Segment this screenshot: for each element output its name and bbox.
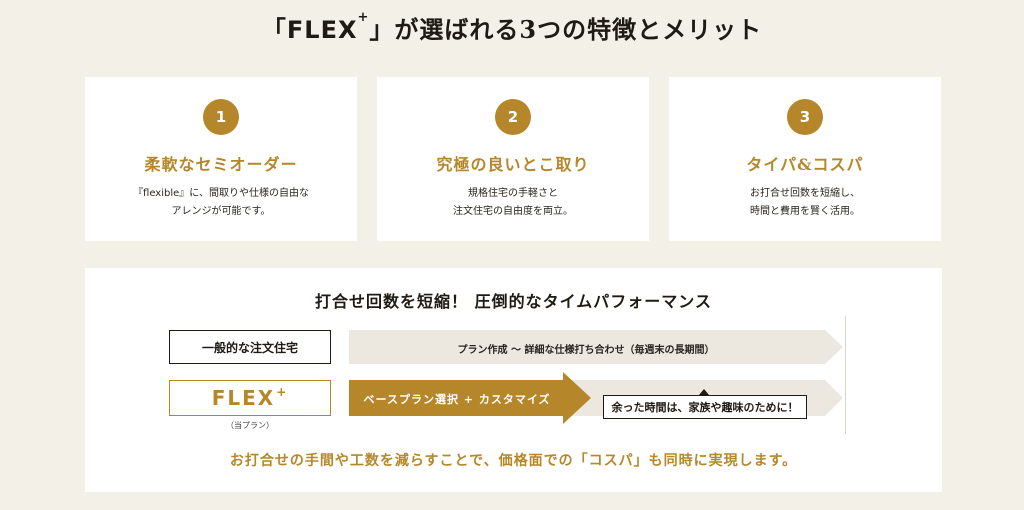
timeline-end-divider <box>845 316 846 434</box>
feature-description: 『flexible』に、間取りや仕様の自由な アレンジが可能です。 <box>85 185 357 221</box>
flex-arrow-text: ベースプラン選択 + カスタマイズ <box>363 393 551 406</box>
conventional-timeline-arrow <box>349 330 843 364</box>
spare-time-callout: 余った時間は、家族や趣味のために！ <box>603 395 807 419</box>
flex-timeline-arrow <box>349 372 591 424</box>
feature-title: タイパ&コスパ <box>746 155 864 174</box>
feature-description-line: お打合せ回数を短縮し、 <box>750 188 860 199</box>
flex-logo-plus: + <box>276 385 289 399</box>
feature-number-badge: 1 <box>203 99 239 135</box>
comparison-title: 打合せ回数を短縮！ 圧倒的なタイムパフォーマンス <box>315 292 712 311</box>
feature-description: 規格住宅の手軽さと 注文住宅の自由度を両立。 <box>377 185 649 221</box>
feature-card-3: 3 タイパ&コスパ お打合せ回数を短縮し、 時間と費用を賢く活用。 <box>669 77 941 241</box>
feature-card-2: 2 究極の良いとこ取り 規格住宅の手軽さと 注文住宅の自由度を両立。 <box>377 77 649 241</box>
page-title: 「FLEX+」が選ばれる3つの特徴とメリット <box>0 10 1024 45</box>
callout-pointer <box>699 389 709 395</box>
title-brand-plus: + <box>357 10 370 25</box>
cost-performance-statement: お打合せの手間や工数を減らすことで、価格面での「コスパ」も同時に実現します。 <box>229 453 798 469</box>
feature-description-line: 規格住宅の手軽さと <box>468 188 558 199</box>
conventional-label: 一般的な注文住宅 <box>169 330 331 364</box>
title-prefix: 「 <box>261 15 287 44</box>
feature-description-line: 注文住宅の自由度を両立。 <box>453 206 573 217</box>
comparison-panel: 打合せ回数を短縮！ 圧倒的なタイムパフォーマンス 一般的な注文住宅 プラン作成 … <box>85 268 942 492</box>
flex-plus-logo: FLEX+ <box>169 380 331 416</box>
feature-title: 柔軟なセミオーダー <box>144 155 298 174</box>
feature-number-badge: 2 <box>495 99 531 135</box>
feature-description-line: 時間と費用を賢く活用。 <box>750 206 860 217</box>
feature-number-badge: 3 <box>787 99 823 135</box>
feature-description: お打合せ回数を短縮し、 時間と費用を賢く活用。 <box>669 185 941 221</box>
flex-logo-text: FLEX <box>211 386 276 410</box>
feature-description-line: アレンジが可能です。 <box>171 206 271 217</box>
feature-description-line: 『flexible』に、間取りや仕様の自由な <box>133 188 309 199</box>
feature-title: 究極の良いとこ取り <box>436 155 590 174</box>
feature-card-1: 1 柔軟なセミオーダー 『flexible』に、間取りや仕様の自由な アレンジが… <box>85 77 357 241</box>
title-suffix: 」が選ばれる3つの特徴とメリット <box>369 15 763 44</box>
title-brand: FLEX+ <box>286 10 370 44</box>
conventional-arrow-text: プラン作成 〜 詳細な仕様打ち合わせ（毎週末の長期間） <box>457 345 715 356</box>
flex-plan-caption: （当プラン） <box>226 421 274 430</box>
title-brand-text: FLEX <box>286 16 358 44</box>
